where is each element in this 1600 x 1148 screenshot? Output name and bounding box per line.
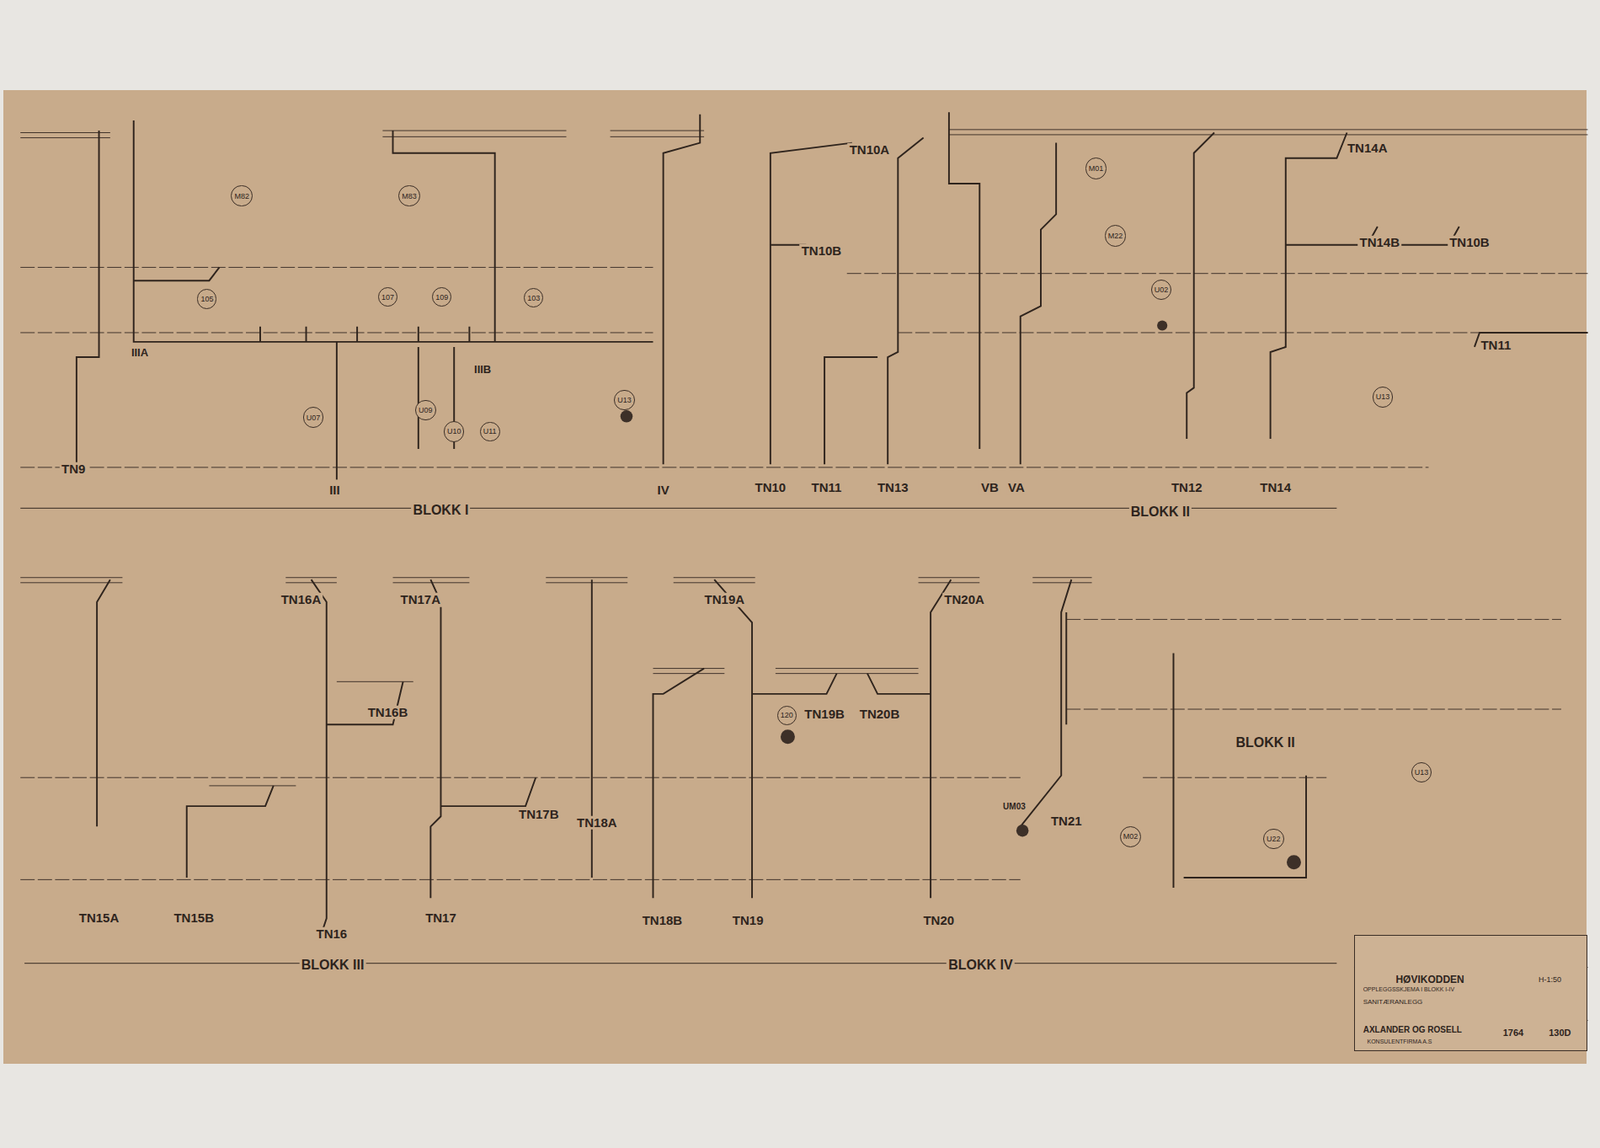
callout-number: U09 [418,405,433,415]
pipe-label: TN19A [703,592,747,608]
pipe-label: TN10B [1447,235,1492,251]
pipe-label: TN20 [921,913,956,928]
callout-circle: U02 [1151,279,1173,301]
pipe-label: TN11 [1478,337,1513,352]
pipe-label: TN16 [314,926,349,941]
pipe-label: TN19 [730,913,766,928]
callout-number: M02 [1123,832,1139,841]
callout-circle: M01 [1085,157,1108,180]
callout-number: U10 [447,426,462,436]
paper-sheet [3,90,1587,1064]
callout-circle: 105 [197,288,217,309]
pipe-label: TN17A [398,592,443,608]
title-text: 1764 [1503,1027,1524,1038]
callout-number: M01 [1088,164,1104,173]
callout-number: 105 [200,294,214,304]
title-text: H-1:50 [1538,976,1562,985]
callout-circle: 120 [777,705,797,726]
pipe-label: TN21 [1049,814,1084,829]
pipe-label: TN18A [575,815,619,830]
pipe-label: IV [656,482,672,497]
pipe-label: TN16A [279,592,324,608]
title-text: HØVIKODDEN [1395,974,1464,986]
title-block: HØVIKODDENOPPLEGGSSKJEMA I BLOKK I-IV SAN… [1354,934,1588,1051]
callout-number: M83 [401,192,417,201]
callout-number: 109 [435,293,448,302]
pipe-label: VB [979,480,1001,496]
callout-number: 103 [527,293,540,303]
callout-number: U02 [1154,285,1169,294]
callout-circle: U11 [480,421,501,443]
pipe-label: TN19B [802,707,847,722]
callout-circle: U13 [613,389,635,411]
pipe-label: IIIB [472,362,493,375]
pipe-label: BLOKK IV [946,957,1014,973]
callout-circle: 103 [523,288,544,308]
pipe-label: TN14A [1345,140,1390,155]
pipe-label: TN20A [942,592,987,608]
pipe-label: TN10 [753,480,789,496]
callout-circle: M83 [398,185,421,208]
pipe-label: BLOKK III [299,957,367,973]
pipe-label: TN16B [366,704,411,720]
pipe-label: TN17 [423,911,459,926]
callout-number: U13 [617,395,632,405]
pipe-label: BLOKK I [411,502,471,518]
title-text: OPPLEGGSSKJEMA I BLOKK I-IV [1363,986,1456,993]
callout-number: 120 [780,710,794,720]
callout-number: U11 [483,426,497,436]
pipe-label: TN15A [77,911,122,926]
callout-circle: U07 [303,406,325,428]
callout-circle: 109 [432,287,452,307]
callout-circle: U13 [1411,762,1433,784]
callout-number: U13 [1376,392,1391,401]
pipe-label: BLOKK II [1129,504,1192,520]
callout-circle: U13 [1372,386,1394,408]
title-text: 130D [1548,1027,1571,1038]
callout-circle: U22 [1263,828,1285,850]
callout-circle: M22 [1104,224,1127,247]
pipe-label: UM03 [1001,801,1028,811]
callout-circle: U09 [415,400,437,422]
pipe-label: TN18B [640,913,685,928]
pipe-label: TN14B [1357,235,1402,251]
callout-circle: M82 [230,185,253,208]
title-text: AXLANDER OG ROSELL [1363,1024,1462,1035]
callout-circle: M02 [1120,826,1142,848]
pipe-label: IIIA [129,346,150,359]
title-text: SANITÆRANLEGG [1363,998,1424,1007]
pipe-label: TN13 [875,480,911,496]
pipe-label: TN9 [59,462,87,477]
title-text: KONSULENTFIRMA A.S [1367,1038,1433,1046]
callout-number: M22 [1108,231,1124,240]
callout-circle: 107 [378,287,398,307]
callout-number: U07 [306,413,321,422]
callout-number: U13 [1414,768,1430,777]
pipe-label: BLOKK II [1233,735,1296,751]
pipe-label: VA [1006,480,1027,496]
pipe-label: TN10A [848,143,892,158]
pipe-label: TN14 [1258,480,1293,496]
pipe-label: TN12 [1169,480,1205,496]
pipe-label: TN10B [800,244,844,259]
pipe-label: TN11 [810,480,844,496]
callout-circle: U10 [443,421,465,443]
pipe-label: TN15B [171,911,216,926]
pipe-label: III [327,482,342,497]
callout-number: 107 [381,293,395,302]
pipe-label: TN17B [517,807,561,822]
pipe-label: TN20B [858,707,902,722]
callout-number: M82 [234,192,250,201]
callout-number: U22 [1266,834,1281,843]
